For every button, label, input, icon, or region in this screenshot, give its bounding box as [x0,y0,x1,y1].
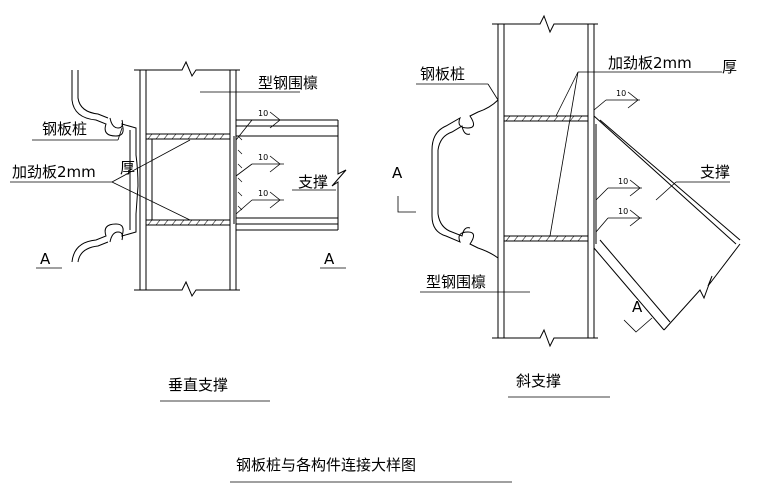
left-weld-symbol-1: 10 [235,109,284,141]
right-label-steel-pile: 钢板桩 [420,65,465,83]
left-section-a-right: A [324,250,335,268]
svg-text:10: 10 [618,177,628,186]
svg-text:10: 10 [258,153,268,162]
right-stiffener-bottom [503,235,589,242]
left-label-support: 支撑 [298,173,328,191]
right-section-a-bottom: A [632,298,643,316]
svg-text:10: 10 [258,189,268,198]
right-label-support: 支撑 [700,163,730,181]
right-label-thick: 厚 [722,58,737,76]
right-weld-symbol-2: 10 [595,177,642,201]
svg-text:10: 10 [618,207,628,216]
inclined-support-detail: 10 10 10 钢板桩 加劲板2mm 厚 支撑 型钢围檩 A [392,14,741,398]
right-label-stiffener: 加劲板2mm [608,54,692,72]
svg-text:10: 10 [616,89,626,98]
svg-text:10: 10 [258,109,268,118]
right-inclined-support [593,115,741,331]
left-caption: 垂直支撑 [168,376,228,394]
right-weld-symbol-3: 10 [595,207,642,233]
vertical-support-detail: 10 10 10 型钢围檩 钢板桩 加劲板2mm 厚 支撑 A A [10,60,347,402]
left-section-a-left: A [40,250,51,268]
left-weld-symbol-3: 10 [235,189,284,215]
left-steel-sheet-pile [71,70,139,263]
left-label-thick: 厚 [120,159,135,177]
left-stiffener-bottom [145,219,231,226]
left-stiffener-top [145,133,231,140]
left-label-steel-pile: 钢板桩 [42,120,87,138]
right-caption: 斜支撑 [516,372,561,390]
drawing-title: 钢板桩与各构件连接大样图 [236,456,416,474]
right-weld-symbol-1: 10 [593,89,640,111]
right-steel-sheet-pile [431,99,499,259]
left-label-wale: 型钢围檩 [258,74,318,92]
right-section-a-left: A [392,164,403,182]
left-label-stiffener: 加劲板2mm [12,163,96,181]
right-stiffener-top [503,115,589,122]
left-weld-symbol-2: 10 [235,153,284,177]
right-label-wale: 型钢围檩 [426,273,486,291]
left-support-member [233,119,347,231]
